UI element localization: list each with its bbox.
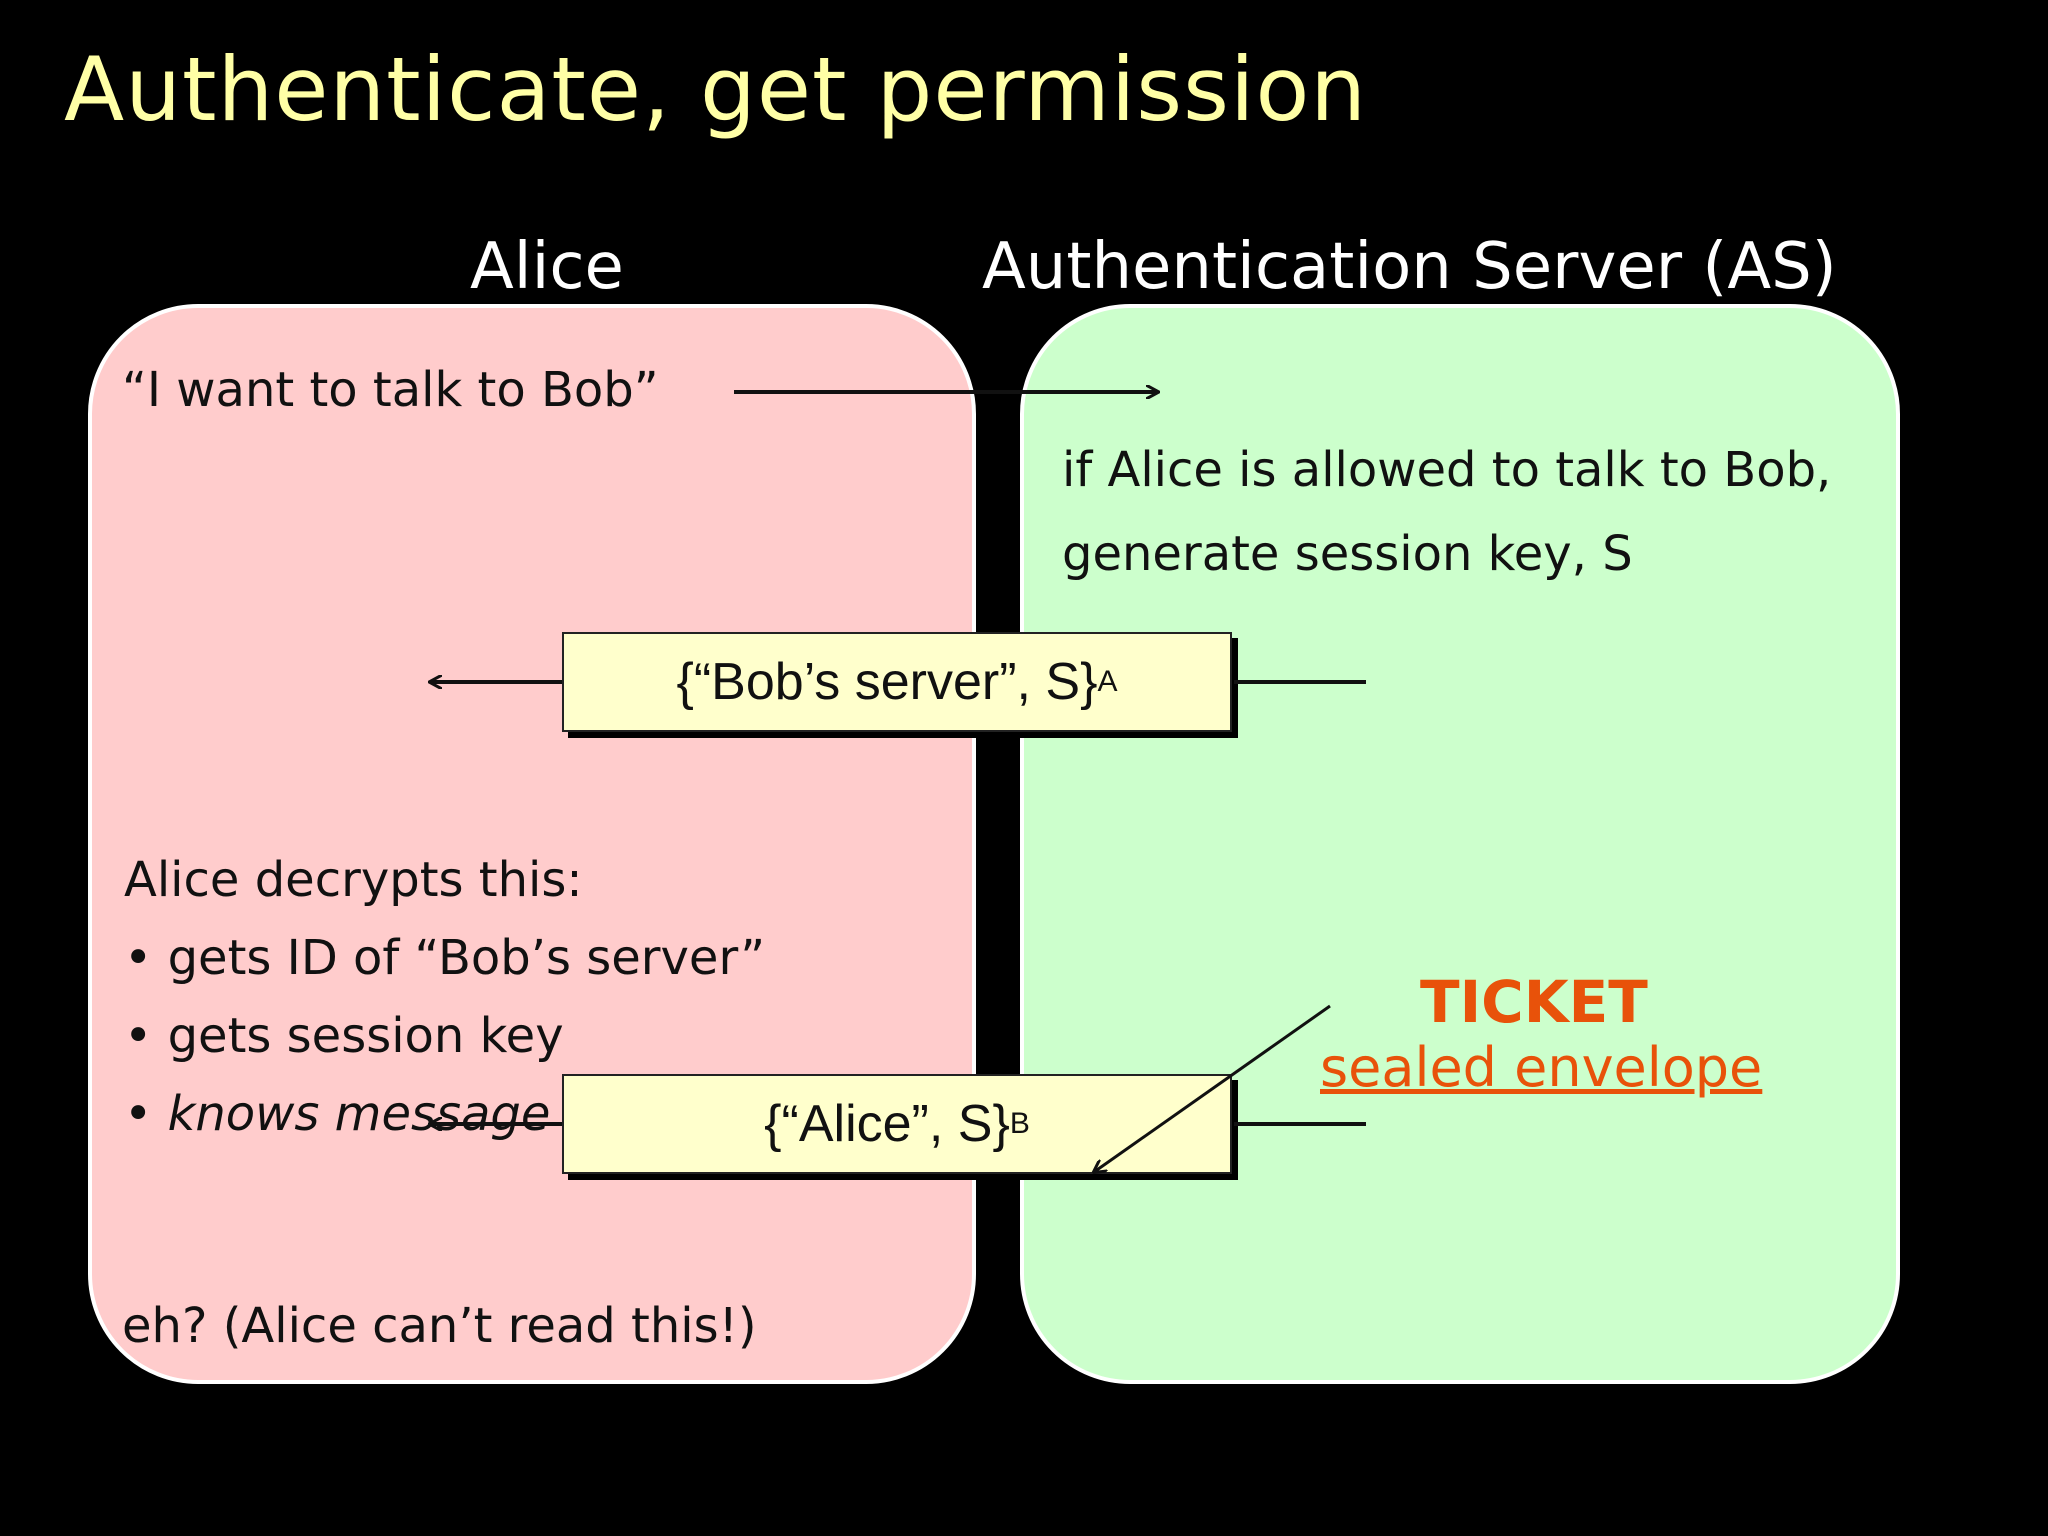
server-condition-text: if Alice is allowed to talk to Bob, (1062, 442, 1832, 498)
alice-bullet-session-key: • gets session key (124, 1008, 564, 1064)
message-alice-ticket-subscript: B (1009, 1107, 1030, 1140)
alice-panel (88, 304, 976, 1384)
server-generate-text: generate session key, S (1062, 526, 1633, 582)
alice-request-text: “I want to talk to Bob” (122, 362, 659, 418)
server-panel (1020, 304, 1900, 1384)
alice-decrypts-heading: Alice decrypts this: (124, 852, 583, 908)
alice-header: Alice (470, 230, 624, 304)
message-alice-ticket-text: {“Alice”, S} (764, 1095, 1010, 1153)
message-alice-ticket-box: {“Alice”, S}B (562, 1074, 1232, 1174)
slide-title: Authenticate, get permission (64, 38, 1368, 141)
message-bobs-server-text: {“Bob’s server”, S} (676, 653, 1098, 711)
alice-cant-read-text: eh? (Alice can’t read this!) (122, 1298, 757, 1354)
server-header: Authentication Server (AS) (982, 230, 1837, 304)
alice-bullet-knows: • knows message c (124, 1086, 593, 1142)
ticket-label: TICKET (1420, 968, 1648, 1036)
alice-bullet-id: • gets ID of “Bob’s server” (124, 930, 766, 986)
message-bobs-server-subscript: A (1097, 665, 1118, 698)
message-bobs-server-box: {“Bob’s server”, S}A (562, 632, 1232, 732)
sealed-envelope-label: sealed envelope (1320, 1036, 1763, 1099)
